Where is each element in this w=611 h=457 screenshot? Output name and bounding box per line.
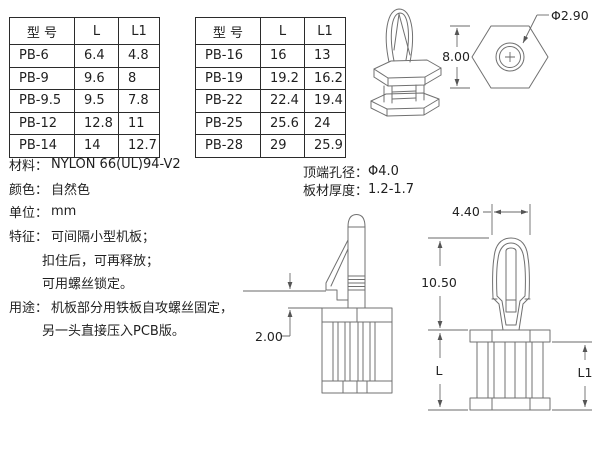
spec-label: 单位： xyxy=(9,206,49,222)
note-value: 1.2-1.7 xyxy=(368,181,415,197)
spec-value: 可间隔小型机板； xyxy=(51,230,156,246)
spec-value: mm xyxy=(51,204,77,220)
spec-label: 用途： xyxy=(9,300,49,316)
table-row: PB-9.5 9.5 7.8 xyxy=(9,89,160,113)
cell-l: 25.6 xyxy=(260,111,305,135)
spec-line-feature-3: 可用螺丝锁定。 xyxy=(9,271,309,295)
cell-l1: 24 xyxy=(304,111,346,135)
cell-model: PB-9 xyxy=(9,66,75,90)
isometric-view xyxy=(370,8,442,117)
table-row: PB-25 25.6 24 xyxy=(195,111,346,135)
side-view: 4.40 10.50 L L1 xyxy=(421,204,593,411)
spec-line-usage-2: 另一头直接压入PCB版。 xyxy=(9,318,309,342)
spec-line-unit: 单位： mm xyxy=(9,200,309,224)
spec-text-block: 材料： NYLON 66(UL)94-V2 颜色： 自然色 单位： mm 特征：… xyxy=(9,153,309,342)
note-panel-thickness: 板材厚度： 1.2-1.7 xyxy=(303,181,414,199)
spec-line-material: 材料： NYLON 66(UL)94-V2 xyxy=(9,153,309,177)
cell-l1: 11 xyxy=(118,111,160,135)
cell-l1: 7.8 xyxy=(118,89,160,113)
table-row: PB-16 16 13 xyxy=(195,44,346,68)
column-header-l: L xyxy=(74,17,119,45)
spec-line-usage: 用途： 机板部分用铁板自攻螺丝固定， xyxy=(9,295,309,319)
dim-hex-height: 8.00 xyxy=(442,49,470,64)
cell-l1: 25.9 xyxy=(304,134,346,158)
table-row: PB-19 19.2 16.2 xyxy=(195,66,346,90)
cell-l1: 12.7 xyxy=(118,134,160,158)
spec-line-feature: 特征： 可间隔小型机板； xyxy=(9,224,309,248)
cell-l: 14 xyxy=(74,134,119,158)
spec-label: 材料： xyxy=(9,159,49,175)
spec-value: 另一头直接压入PCB版。 xyxy=(42,324,185,340)
model-table-1: 型 号 L L1 PB-6 6.4 4.8 PB-9 9.6 8 PB-9.5 … xyxy=(9,17,160,158)
column-header-l1: L1 xyxy=(304,17,346,45)
cell-l: 6.4 xyxy=(74,44,119,68)
spec-value: 自然色 xyxy=(51,182,91,198)
cell-l: 19.2 xyxy=(260,66,305,90)
cell-l: 9.5 xyxy=(74,89,119,113)
cell-l1: 16.2 xyxy=(304,66,346,90)
cell-l: 12.8 xyxy=(74,111,119,135)
column-header-l1: L1 xyxy=(118,17,160,45)
dim-top-width: 4.40 xyxy=(452,204,480,219)
cell-model: PB-25 xyxy=(195,111,261,135)
spec-label: 颜色： xyxy=(9,182,49,198)
cell-l1: 4.8 xyxy=(118,44,160,68)
note-label: 板材厚度： xyxy=(303,183,369,199)
spec-value: 机板部分用铁板自攻螺丝固定， xyxy=(51,300,234,316)
spec-label: 特征： xyxy=(9,230,49,246)
table-header-row: 型 号 L L1 xyxy=(195,17,346,45)
dim-panel-gap: 2.00 xyxy=(255,329,283,344)
dim-hole-diameter: Φ2.90 xyxy=(551,8,589,23)
note-value: Φ4.0 xyxy=(368,164,399,180)
dim-pin-height: 10.50 xyxy=(421,275,457,290)
note-top-hole: 顶端孔径： Φ4.0 xyxy=(303,163,414,181)
table-row: PB-9 9.6 8 xyxy=(9,66,160,90)
model-table-2: 型 号 L L1 PB-16 16 13 PB-19 19.2 16.2 PB-… xyxy=(195,17,346,158)
dim-length-l: L xyxy=(436,363,443,378)
cell-l1: 13 xyxy=(304,44,346,68)
cell-model: PB-14 xyxy=(9,134,75,158)
cell-model: PB-12 xyxy=(9,111,75,135)
spec-value: 可用螺丝锁定。 xyxy=(42,277,134,293)
table-header-row: 型 号 L L1 xyxy=(9,17,160,45)
cell-l: 22.4 xyxy=(260,89,305,113)
notes-block: 顶端孔径： Φ4.0 板材厚度： 1.2-1.7 xyxy=(303,163,414,199)
table-row: PB-14 14 12.7 xyxy=(9,134,160,158)
cell-model: PB-22 xyxy=(195,89,261,113)
note-label: 顶端孔径： xyxy=(303,166,369,182)
table-row: PB-28 29 25.9 xyxy=(195,134,346,158)
dim-length-l1: L1 xyxy=(578,365,593,380)
spec-value: 扣住后，可再释放； xyxy=(42,253,160,269)
column-header-model: 型 号 xyxy=(9,17,75,45)
spec-line-feature-2: 扣住后，可再释放； xyxy=(9,247,309,271)
table-row: PB-6 6.4 4.8 xyxy=(9,44,160,68)
table-row: PB-22 22.4 19.4 xyxy=(195,89,346,113)
spec-value: NYLON 66(UL)94-V2 xyxy=(51,157,181,173)
hex-top-view: 8.00 Φ2.90 xyxy=(442,8,589,89)
front-view: 2.00 xyxy=(243,214,393,394)
spec-line-color: 颜色： 自然色 xyxy=(9,177,309,201)
table-row: PB-12 12.8 11 xyxy=(9,111,160,135)
